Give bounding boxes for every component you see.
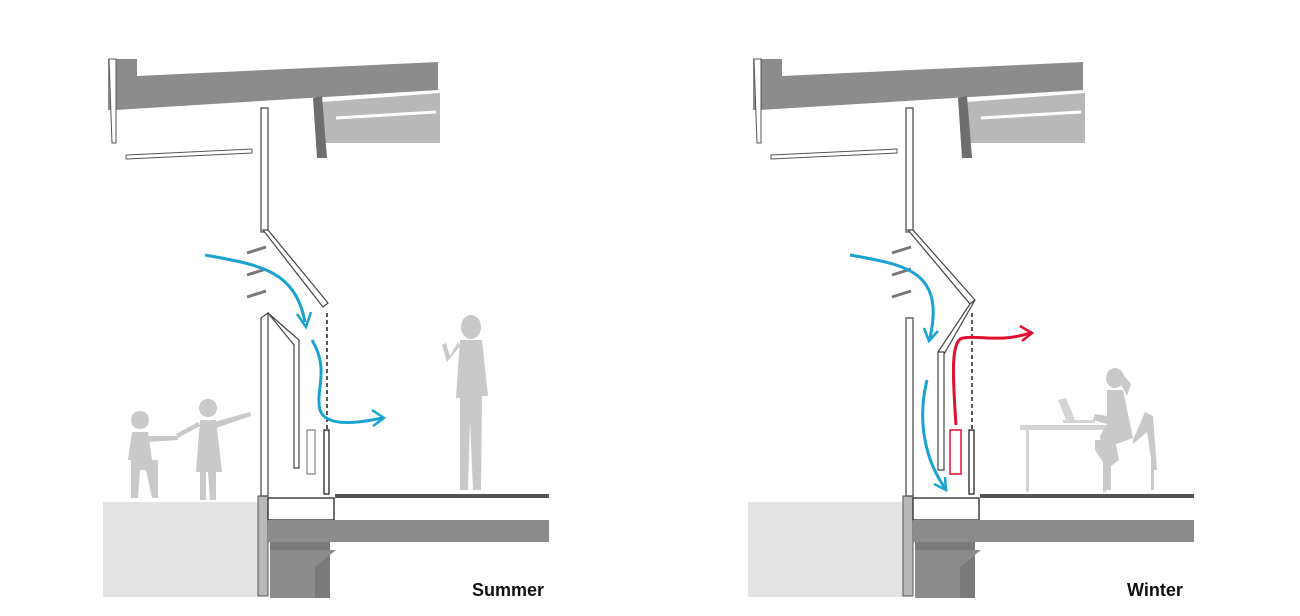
- laptop-silhouette: [1058, 398, 1095, 423]
- seated-person-at-desk-silhouette: [1093, 368, 1157, 490]
- cool-air-arrow-2: [310, 339, 383, 424]
- desk-silhouette: [1020, 425, 1110, 492]
- summer-label: Summer: [472, 580, 545, 600]
- cool-air-arrow-1: [204, 253, 307, 323]
- child-silhouette: [128, 411, 178, 498]
- child-silhouette: [176, 399, 251, 500]
- winter-section: [746, 57, 1196, 600]
- standing-person-silhouette: [442, 315, 488, 490]
- winter-label: Winter: [1127, 580, 1183, 600]
- summer-section: [101, 57, 551, 600]
- warm-air-arrow: [951, 331, 1031, 426]
